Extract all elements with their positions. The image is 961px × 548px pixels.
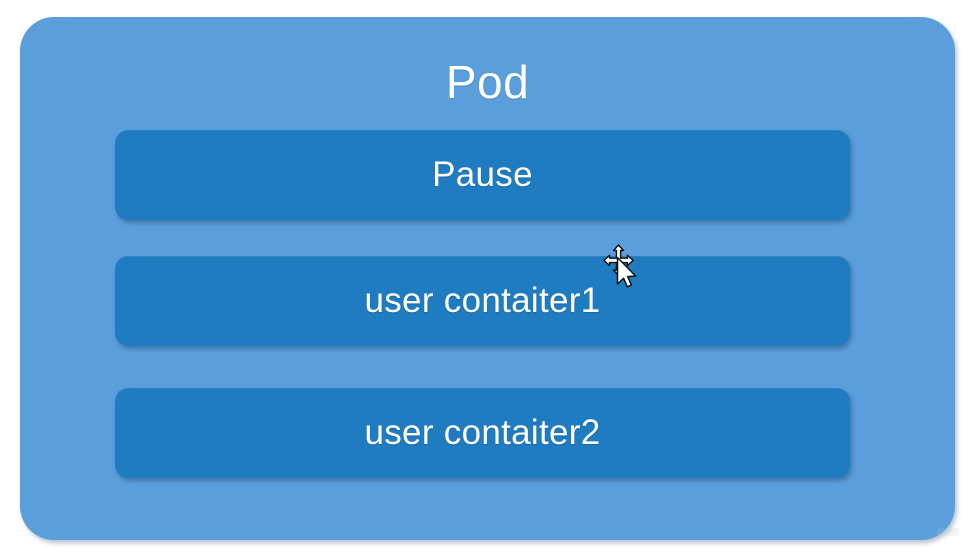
corner-artifact bbox=[937, 528, 959, 536]
container-label: Pause bbox=[432, 155, 533, 194]
pod-title: Pod bbox=[445, 56, 530, 108]
pod-container[interactable]: Pod Pause user contaiter1 user contaiter… bbox=[20, 17, 955, 540]
container-label: user contaiter1 bbox=[364, 281, 601, 320]
container-box-pause[interactable]: Pause bbox=[115, 130, 850, 220]
container-box-user1[interactable]: user contaiter1 bbox=[115, 256, 850, 346]
container-box-user2[interactable]: user contaiter2 bbox=[115, 388, 850, 478]
container-label: user contaiter2 bbox=[364, 413, 601, 452]
